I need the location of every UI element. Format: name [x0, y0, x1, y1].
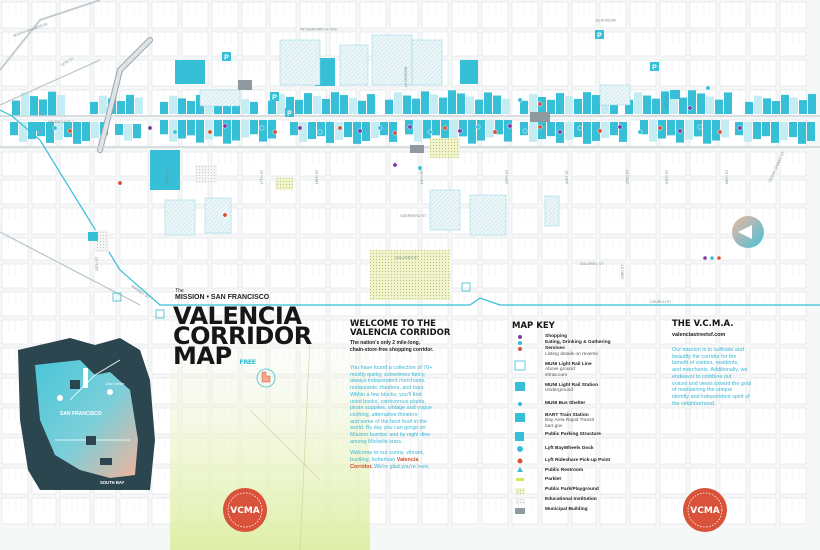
street-label-south-van-ness-2: SOUTH VAN NESS AV	[300, 27, 337, 31]
map-key-item: Municipal Building	[545, 507, 588, 512]
street-label-church: CHURCH ST	[650, 300, 672, 304]
street-label-valencia: VALENCIA ST	[48, 120, 71, 124]
welcome-heading: WELCOME TO THE VALENCIA CORRIDOR	[350, 319, 451, 338]
muni-icon[interactable]	[112, 282, 471, 319]
street-label-19th: 19TH ST	[420, 169, 425, 185]
map-key-heading: MAP KEY	[512, 321, 555, 331]
map-key-item-sub: Above ground	[545, 367, 575, 373]
inset-bay-label: SOUTH BAY	[100, 480, 124, 485]
svg-text:VCMA: VCMA	[690, 506, 720, 516]
street-label-18th: 18TH ST	[315, 169, 320, 185]
street-label-17th: 17TH ST	[260, 169, 265, 185]
poi-markers	[37, 85, 743, 218]
map-key-item-label: Educational Institution	[545, 497, 597, 502]
vcma-url-link[interactable]: valenciastreetsf.com	[672, 332, 726, 338]
muni-light-rail-line	[0, 109, 820, 306]
street-label-mission-2: MISSION ST	[403, 66, 408, 88]
map-key-icons	[514, 335, 526, 514]
map-key-item-label: Parklet	[545, 477, 561, 482]
svg-text:P: P	[287, 111, 292, 118]
major-roads	[0, 0, 820, 306]
svg-text:VCMA: VCMA	[230, 506, 260, 516]
school-block-2	[195, 165, 217, 183]
map-key-item: Educational Institution	[545, 497, 597, 502]
map-key-item: MUNI Bus Shelter	[545, 401, 585, 406]
vcma-panel: THE V.C.M.A. valenciastreetsf.com Our mi…	[672, 320, 812, 407]
welcome-body: You have found a collection of 70+ mostl…	[350, 365, 433, 445]
street-label-20th: 20TH ST	[505, 169, 510, 185]
street-label-22nd: 22ND ST	[625, 169, 630, 185]
green-fade	[170, 305, 370, 550]
svg-text:P: P	[597, 33, 602, 40]
inset-district-label: Civic Center	[105, 382, 125, 386]
street-label-guerrero: GUERRERO ST	[400, 214, 427, 218]
svg-text:P: P	[652, 65, 657, 72]
header-region: MISSION • SAN FRANCISCO	[175, 294, 270, 301]
landmark-buildings	[164, 34, 631, 236]
municipal-building-3	[238, 80, 252, 90]
park-mission-dolores	[370, 250, 450, 300]
street-label-21st: 21ST ST	[565, 169, 570, 185]
compass-icon	[732, 216, 764, 248]
vcma-body: Our mission is to cultivate and beautify…	[672, 347, 752, 407]
map-key-item-label: MUNI Light Rail Line	[545, 362, 592, 367]
page-title: VALENCIA CORRIDOR MAP FREE	[173, 302, 312, 370]
map-key-categories: Shopping Eating, Drinking & Gathering Se…	[545, 334, 611, 357]
map-key-item-sub: Bay Area Rapid Transit	[545, 418, 595, 424]
map-key-item-sub2: sfmta.com	[545, 372, 568, 378]
street-label-24th: 24TH ST	[665, 169, 670, 185]
park-small-1	[275, 178, 293, 190]
map-key-item: Parklet	[545, 477, 561, 482]
street-label-dolores-2: DOLORES ST	[580, 262, 604, 266]
map-key-item: Public Restroom	[545, 468, 583, 473]
header-the: The	[175, 288, 184, 294]
street-label-dolores: DOLORES ST	[395, 256, 419, 260]
map-key-item-sub2: bart.gov	[545, 423, 563, 429]
map-key-item-sub: Underground	[545, 388, 574, 394]
parking-icon[interactable]: P P P P P	[222, 30, 659, 118]
street-label-mission: MISSION ST	[595, 18, 616, 22]
hand-icon	[256, 368, 276, 388]
welcome-body-2: Welcome to our sunny, vibrant, bustling,…	[350, 450, 430, 470]
svg-text:P: P	[224, 55, 229, 62]
inset-map[interactable]: SAN FRANCISCO SOUTH BAY Civic Center	[18, 338, 155, 490]
welcome-panel: WELCOME TO THE VALENCIA CORRIDOR The nat…	[350, 320, 500, 471]
map-key-item-label: MUNI Light Rail Station	[545, 383, 599, 388]
map-key-item-label: Public Parking Structure	[545, 432, 601, 437]
municipal-building-2	[410, 145, 424, 153]
vcma-heading: THE V.C.M.A.	[672, 319, 734, 329]
valencia-corridor-buildings	[10, 58, 816, 190]
park-small-2	[430, 138, 460, 158]
map-key-item-label: Public Restroom	[545, 468, 584, 473]
school-block	[95, 230, 109, 252]
bart-icon[interactable]	[35, 90, 680, 241]
street-label-26th: 26TH ST	[725, 169, 730, 185]
map-key-item: Lyft BayWheels Dock	[545, 446, 594, 451]
street-label-23rd: 23RD ST	[620, 264, 625, 280]
map-key-item: Public Parking Structure	[545, 432, 601, 437]
welcome-subheading: The nation's only 2 mile-long, chain-sto…	[350, 340, 434, 353]
seal-icon: VCMA VCMA	[223, 488, 727, 532]
map-key-item-label: Municipal Building	[545, 507, 588, 512]
municipal-building-1	[530, 112, 550, 122]
svg-text:P: P	[272, 95, 277, 102]
map-key-item-label: Lyft Rideshare Pick-up Point	[545, 458, 611, 463]
map-key-item-label: Public Park/Playground	[545, 487, 599, 492]
street-label-20th-left: 20TH ST	[95, 256, 100, 272]
map-key-item-label: BART Train Station	[545, 413, 589, 418]
map-key-item-label: Lyft BayWheels Dock	[545, 446, 594, 451]
map-key-item: Lyft Rideshare Pick-up Point	[545, 458, 610, 463]
free-badge: FREE	[239, 358, 256, 366]
inset-city-label: SAN FRANCISCO	[60, 411, 102, 417]
street-label-16th: 16TH ST	[165, 169, 170, 185]
map-key-item: Public Park/Playground	[545, 487, 599, 492]
map-key-item-label: MUNI Bus Shelter	[545, 401, 586, 406]
street-label-25th: 25TH ST	[665, 94, 670, 110]
